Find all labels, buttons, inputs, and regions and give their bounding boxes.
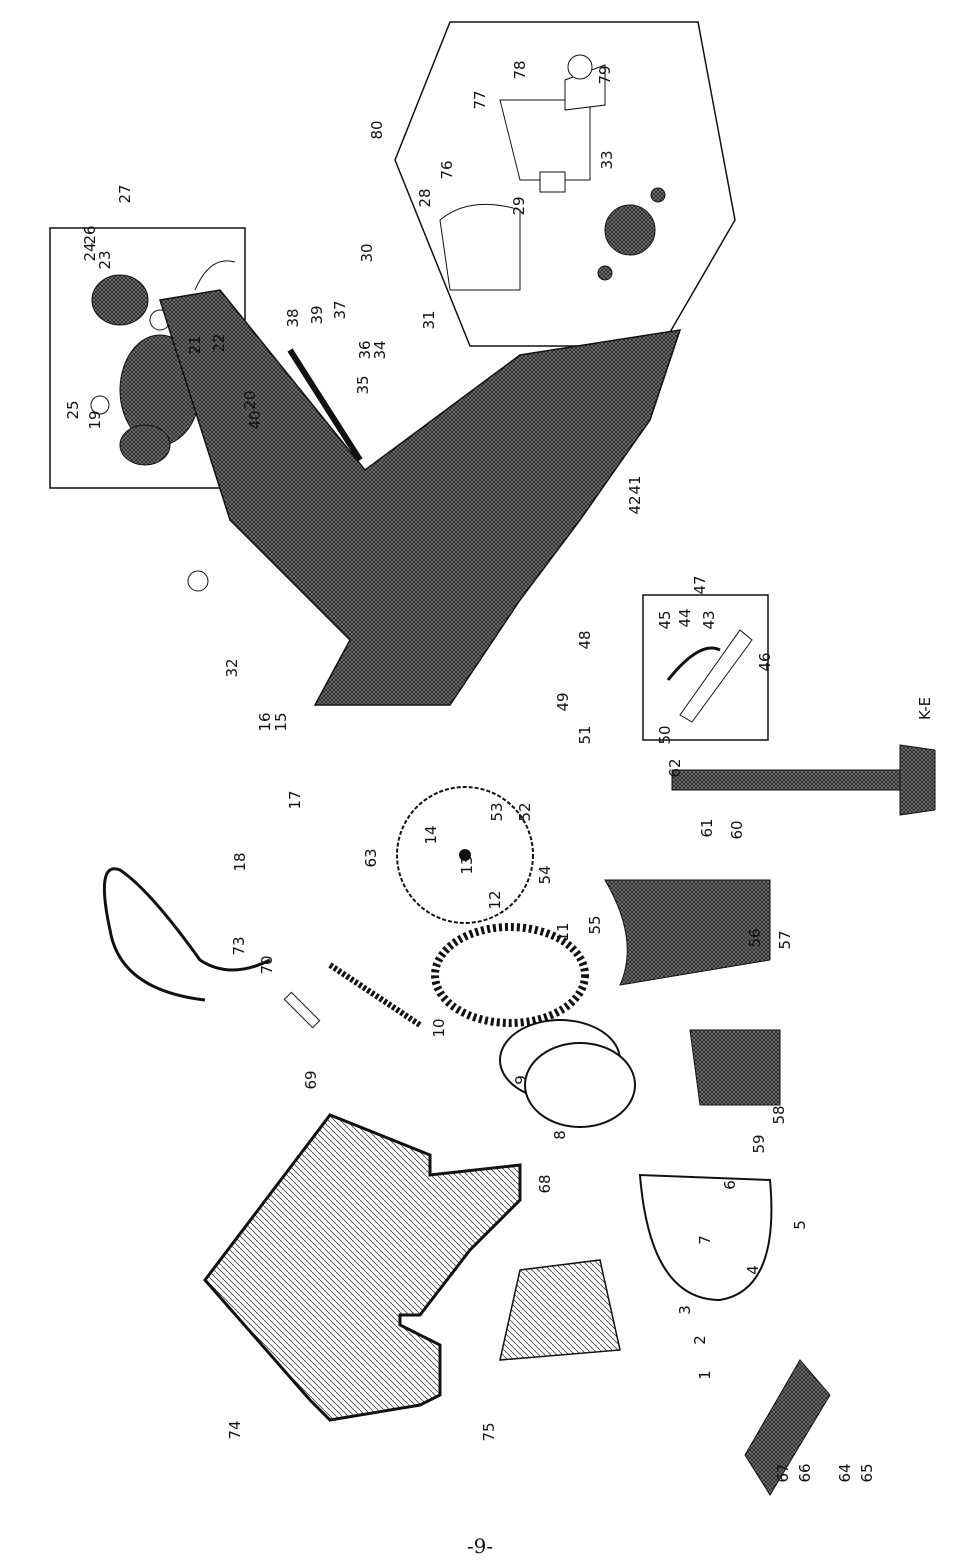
callout-51: 51: [576, 725, 594, 744]
callout-53: 53: [488, 802, 506, 821]
callout-14: 14: [422, 825, 440, 844]
fender-56: [604, 879, 771, 986]
callout-3: 3: [676, 1305, 694, 1315]
callout-10: 10: [430, 1018, 448, 1037]
callout-75: 75: [480, 1422, 498, 1441]
hub-drum-9: [499, 1019, 636, 1128]
callout-45: 45: [656, 610, 674, 629]
callout-41: 41: [626, 475, 644, 494]
callout-40: 40: [246, 410, 264, 429]
callout-43: 43: [700, 610, 718, 629]
callout-67: 67: [774, 1463, 792, 1482]
callout-78: 78: [511, 60, 529, 79]
inset-box-80: [394, 21, 736, 347]
callout-32: 32: [223, 658, 241, 677]
callout-65: 65: [858, 1463, 876, 1482]
callout-48: 48: [576, 630, 594, 649]
callout-8: 8: [551, 1130, 569, 1140]
guard-75: [499, 1259, 621, 1361]
main-frame-housing: [159, 260, 682, 706]
callout-77: 77: [471, 90, 489, 109]
callout-46: 46: [756, 652, 774, 671]
stand-marking: K-E: [916, 697, 934, 720]
callout-26: 26: [81, 225, 99, 244]
callout-70: 70: [258, 955, 276, 974]
callout-36: 36: [356, 340, 374, 359]
spring-69: [283, 962, 422, 1029]
callout-35: 35: [354, 375, 372, 394]
stand-60: [671, 744, 936, 816]
callout-28: 28: [416, 188, 434, 207]
rail-66: [744, 1359, 831, 1496]
callout-50: 50: [656, 725, 674, 744]
inset-box-47: [642, 594, 769, 741]
callout-23: 23: [96, 250, 114, 269]
callout-54: 54: [536, 865, 554, 884]
callout-44: 44: [676, 608, 694, 627]
callout-37: 37: [331, 300, 349, 319]
page-number: -9-: [466, 1534, 494, 1558]
callout-39: 39: [308, 305, 326, 324]
brake-ring-10: [431, 923, 589, 1027]
callout-52: 52: [516, 802, 534, 821]
callout-64: 64: [836, 1463, 854, 1482]
callout-69: 69: [302, 1070, 320, 1089]
callout-62: 62: [666, 758, 684, 777]
callout-56: 56: [746, 928, 764, 947]
callout-74: 74: [226, 1420, 244, 1439]
callout-20: 20: [241, 390, 259, 409]
callout-31: 31: [420, 310, 438, 329]
callout-68: 68: [536, 1174, 554, 1193]
callout-61: 61: [698, 818, 716, 837]
callout-49: 49: [554, 692, 572, 711]
callout-22: 22: [210, 333, 228, 352]
callout-24: 24: [81, 242, 99, 261]
callout-38: 38: [284, 308, 302, 327]
callout-27: 27: [116, 184, 134, 203]
callout-11: 11: [554, 922, 572, 941]
callout-80: 80: [368, 120, 386, 139]
callout-6: 6: [721, 1180, 739, 1190]
callout-1: 1: [696, 1370, 714, 1380]
callout-29: 29: [510, 196, 528, 215]
callout-60: 60: [728, 820, 746, 839]
callout-4: 4: [744, 1265, 762, 1275]
callout-2: 2: [691, 1335, 709, 1345]
callout-12: 12: [486, 890, 504, 909]
callout-5: 5: [791, 1220, 809, 1230]
axle-shaft-40: [287, 348, 363, 462]
callout-79: 79: [596, 65, 614, 84]
callout-18: 18: [231, 852, 249, 871]
callout-55: 55: [586, 915, 604, 934]
callout-63: 63: [362, 848, 380, 867]
callout-9: 9: [512, 1075, 530, 1085]
callout-21: 21: [186, 335, 204, 354]
callout-25: 25: [64, 400, 82, 419]
callout-15: 15: [272, 712, 290, 731]
sprocket-13: [396, 786, 534, 924]
callout-47: 47: [691, 575, 709, 594]
callout-30: 30: [358, 243, 376, 262]
callout-57: 57: [776, 930, 794, 949]
callout-17: 17: [286, 790, 304, 809]
callout-34: 34: [371, 340, 389, 359]
callout-59: 59: [750, 1134, 768, 1153]
callout-13: 13: [458, 855, 476, 874]
lamp-housing-5: [638, 1173, 773, 1302]
box-59: [689, 1029, 781, 1106]
callout-58: 58: [770, 1105, 788, 1124]
callout-16: 16: [256, 712, 274, 731]
callout-66: 66: [796, 1463, 814, 1482]
callout-7: 7: [696, 1235, 714, 1245]
callout-19: 19: [86, 410, 104, 429]
callout-73: 73: [230, 936, 248, 955]
callout-76: 76: [438, 160, 456, 179]
callout-42: 42: [626, 495, 644, 514]
cable-73: [102, 867, 271, 1002]
basket-frame-74: [203, 1113, 522, 1422]
callout-33: 33: [598, 150, 616, 169]
